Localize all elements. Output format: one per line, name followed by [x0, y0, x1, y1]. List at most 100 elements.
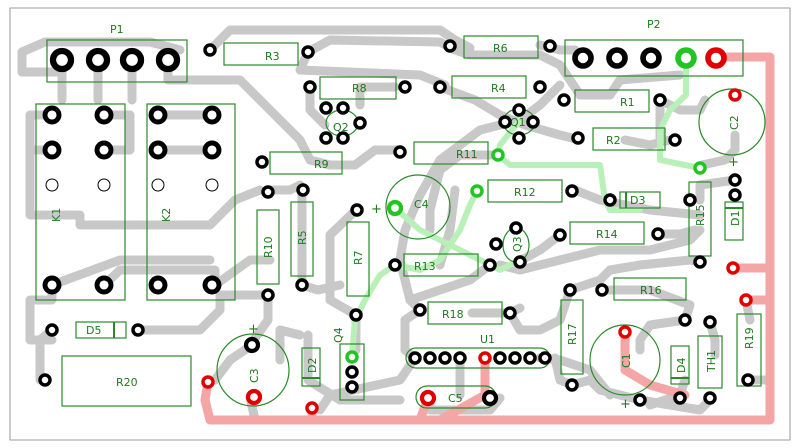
pad — [388, 258, 402, 272]
pad — [305, 401, 319, 415]
resistor-r3-label: R3 — [265, 50, 280, 63]
resistor-r11-outline — [413, 141, 489, 165]
pad — [45, 178, 59, 192]
pad — [353, 116, 367, 130]
resistor-r5-label: R5 — [296, 230, 309, 245]
pad — [336, 101, 350, 115]
connector-p2-outline — [564, 39, 744, 77]
resistor-r13-label: R13 — [414, 260, 436, 273]
pad — [49, 47, 75, 73]
resistor-r12-outline — [487, 179, 563, 203]
pad — [393, 145, 407, 159]
pad — [703, 315, 717, 329]
pad — [693, 255, 707, 269]
resistor-r8-outline — [319, 76, 397, 100]
pad — [557, 93, 571, 107]
pad — [651, 227, 665, 241]
pad — [42, 140, 62, 160]
resistor-r12-label: R12 — [514, 186, 536, 199]
transistor-q3-label: Q3 — [511, 236, 524, 252]
resistor-r15-label: R15 — [694, 204, 707, 226]
pad — [603, 193, 617, 207]
pad — [345, 350, 359, 364]
resistor-r10-label: R10 — [262, 236, 275, 258]
resistor-r5-outline — [290, 201, 314, 277]
pad — [533, 80, 547, 94]
pad — [668, 133, 682, 147]
pad — [491, 148, 505, 162]
pad — [119, 47, 145, 73]
pad — [42, 275, 62, 295]
resistor-r4-outline — [451, 75, 527, 99]
connector-p1-outline — [46, 39, 188, 83]
resistor-r16-label: R16 — [640, 284, 662, 297]
resistor-r1-label: R1 — [620, 96, 635, 109]
relay-k2-outline — [146, 103, 236, 301]
pad — [640, 47, 662, 69]
capacitor-c4-outline — [385, 174, 451, 240]
pad — [205, 178, 219, 192]
resistor-r7-outline — [346, 221, 370, 297]
pad — [301, 45, 315, 59]
resistor-r17-outline — [560, 299, 584, 375]
pad — [478, 351, 492, 365]
capacitor-c1-label: C1 — [620, 353, 633, 368]
resistor-r2-outline — [592, 127, 666, 151]
capacitor-c3-label: C3 — [248, 368, 261, 383]
diode-d2-outline — [301, 347, 321, 387]
pad — [606, 47, 628, 69]
pad — [453, 351, 467, 365]
diode-d4-outline — [670, 345, 690, 385]
pad — [319, 131, 333, 145]
resistor-r19-label: R19 — [743, 327, 756, 349]
resistor-r6-label: R6 — [493, 42, 508, 55]
resistor-r3-outline — [223, 42, 299, 66]
capacitor-c3-outline — [216, 333, 290, 407]
resistor-r20-outline — [61, 355, 192, 407]
relay-k1-outline — [35, 103, 126, 301]
pad — [728, 88, 742, 102]
pad — [512, 131, 526, 145]
pad — [85, 47, 111, 73]
resistor-r14-label: R14 — [596, 228, 618, 241]
pad — [296, 183, 310, 197]
pad — [202, 105, 222, 125]
pad — [571, 131, 585, 145]
thermistor-th1-outline — [697, 335, 723, 389]
pad — [148, 275, 168, 295]
pad — [498, 115, 512, 129]
pad — [148, 105, 168, 125]
pad — [512, 103, 526, 117]
capacitor-c4-label: C4 — [414, 198, 429, 211]
pad — [349, 308, 363, 322]
pad — [345, 365, 359, 379]
resistor-r1-outline — [574, 89, 650, 113]
pad — [386, 199, 404, 217]
thermistor-th1-label: TH1 — [705, 350, 718, 373]
resistor-r6-outline — [463, 35, 539, 59]
pad — [151, 178, 165, 192]
board-outline — [9, 7, 791, 441]
pad — [483, 258, 497, 272]
pad — [94, 140, 114, 160]
transistor-q4-outline — [339, 343, 365, 401]
pad — [553, 228, 567, 242]
pad — [673, 391, 687, 405]
pad — [201, 375, 215, 389]
diode-d1-label: D1 — [729, 211, 742, 226]
diode-d3-outline — [619, 191, 661, 209]
pad — [38, 373, 52, 387]
capacitor-c5-label: C5 — [448, 392, 463, 405]
pad — [509, 221, 523, 235]
pad — [526, 115, 540, 129]
resistor-r9-label: R9 — [314, 158, 329, 171]
pad — [618, 325, 632, 339]
pad — [261, 288, 275, 302]
resistor-r20-label: R20 — [116, 376, 138, 389]
pad — [433, 80, 447, 94]
pad — [345, 380, 359, 394]
resistor-r18-label: R18 — [442, 308, 464, 321]
pad — [595, 283, 609, 297]
pad — [443, 39, 457, 53]
